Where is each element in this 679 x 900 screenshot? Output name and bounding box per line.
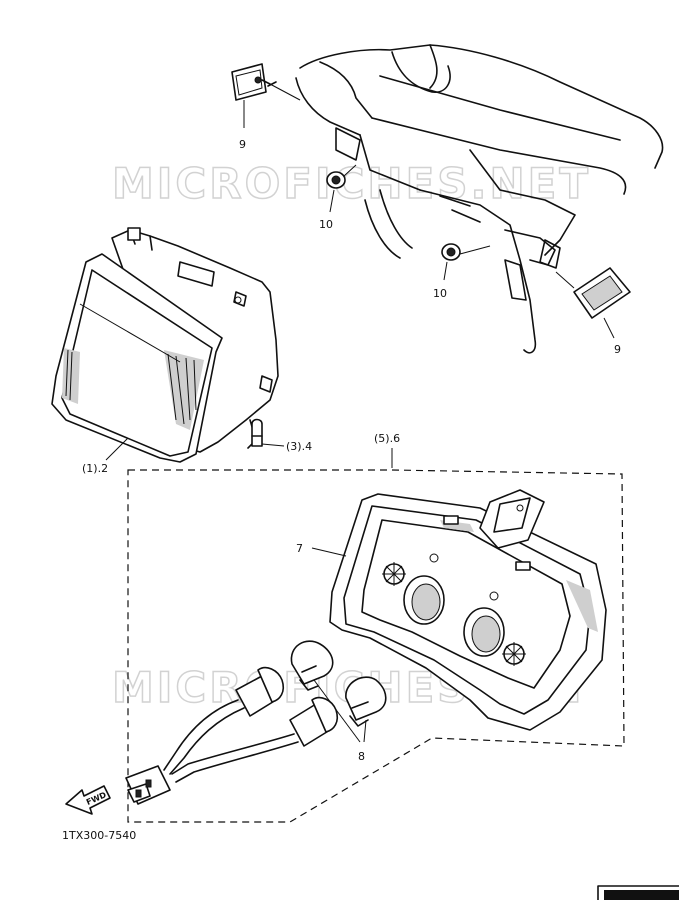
leader-9-bottom bbox=[603, 317, 615, 339]
callout-9-top: 9 bbox=[239, 138, 246, 151]
reflector-bottom bbox=[555, 267, 631, 319]
leader-10-upper bbox=[329, 189, 335, 213]
socket-harness bbox=[125, 666, 339, 805]
reflector-top bbox=[231, 63, 301, 101]
callout-9-bottom: 9 bbox=[614, 343, 621, 356]
callout-10-upper: 10 bbox=[319, 218, 333, 231]
leader-headlight bbox=[105, 437, 129, 461]
headlight-unit bbox=[51, 227, 279, 463]
bulb-small bbox=[251, 418, 285, 447]
callout-headlight-unit: (1).2 bbox=[82, 462, 108, 475]
grommet-lower bbox=[441, 243, 491, 261]
front-frame-bracket bbox=[295, 44, 664, 354]
leader-10-lower bbox=[443, 261, 448, 281]
callout-bulbs: 8 bbox=[358, 750, 365, 763]
lens-housing bbox=[329, 489, 607, 731]
forward-arrow-icon: FWD bbox=[65, 785, 111, 815]
grommet-upper bbox=[326, 164, 357, 189]
watermark-top: MICROFICHES.NET bbox=[112, 159, 591, 208]
callout-lens-housing: 7 bbox=[296, 542, 303, 555]
leader-7 bbox=[311, 547, 347, 557]
drawing-code: 1TX300-7540 bbox=[62, 829, 136, 842]
callout-bulb-small: (3).4 bbox=[286, 440, 312, 453]
corner-mark bbox=[597, 885, 679, 900]
callout-lamp-assembly: (5).6 bbox=[374, 432, 400, 445]
bulbs bbox=[290, 640, 387, 743]
assembly-outline bbox=[127, 469, 625, 823]
callout-10-lower: 10 bbox=[433, 287, 447, 300]
